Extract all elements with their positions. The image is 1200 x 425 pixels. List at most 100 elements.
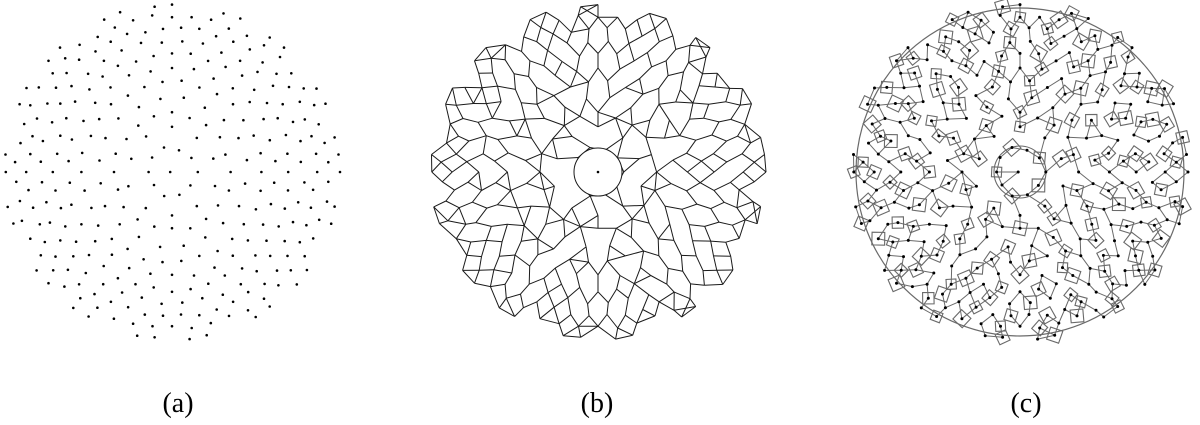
network-edge xyxy=(701,160,715,173)
tile-edge xyxy=(1111,224,1127,227)
point xyxy=(935,253,939,257)
network-edge xyxy=(616,43,630,55)
tile-cell xyxy=(994,0,1012,16)
point xyxy=(4,170,8,174)
tile-cell xyxy=(1063,4,1080,22)
point xyxy=(59,206,63,210)
point xyxy=(195,136,199,140)
point xyxy=(957,300,961,304)
tile-edge xyxy=(1061,78,1066,95)
network-edge xyxy=(674,291,691,300)
point xyxy=(152,183,156,187)
tile-edge xyxy=(1008,98,1021,113)
point xyxy=(1028,79,1032,83)
network-edge xyxy=(675,101,694,104)
point xyxy=(991,30,995,34)
point xyxy=(988,296,992,300)
tile-edge xyxy=(888,153,906,163)
point xyxy=(20,219,24,223)
point xyxy=(286,254,289,258)
network-edge xyxy=(576,261,589,275)
point xyxy=(982,60,986,63)
network-edge xyxy=(713,255,718,271)
point xyxy=(161,260,164,264)
tile-edge xyxy=(1019,314,1030,327)
point xyxy=(180,259,183,263)
point xyxy=(957,85,960,89)
point xyxy=(1036,337,1040,341)
network-edge xyxy=(531,137,543,154)
tile-edge xyxy=(915,269,934,274)
tile-edge xyxy=(1160,181,1177,191)
point xyxy=(162,194,166,198)
tile-edge xyxy=(1144,269,1156,285)
point xyxy=(77,283,81,286)
network-edge xyxy=(458,135,470,142)
tile-cell xyxy=(1173,197,1192,216)
tile-edge xyxy=(1132,241,1136,256)
point xyxy=(1134,188,1138,192)
tile-cell xyxy=(1110,299,1126,314)
tile-edge xyxy=(935,73,938,90)
tile-edge xyxy=(1028,245,1033,261)
tile-edge xyxy=(951,60,967,67)
point xyxy=(1143,282,1147,286)
network-edge xyxy=(710,241,714,256)
point xyxy=(170,226,174,230)
point xyxy=(1057,321,1061,325)
tile-cell xyxy=(1103,110,1121,128)
network-edge xyxy=(466,161,480,173)
caption-b: (b) xyxy=(580,388,614,419)
point xyxy=(974,247,978,251)
point xyxy=(96,35,99,39)
point xyxy=(64,225,67,228)
network-edge xyxy=(517,205,532,209)
tile-edge xyxy=(1109,171,1123,184)
network-edge xyxy=(504,59,515,75)
tile-edge xyxy=(953,137,965,154)
network-edge xyxy=(536,86,555,97)
tile-cell xyxy=(1030,280,1047,298)
tile-edge xyxy=(975,95,988,108)
point xyxy=(291,220,295,224)
network-edge xyxy=(528,60,531,77)
tile-cell xyxy=(1011,219,1029,237)
point xyxy=(898,120,902,124)
point xyxy=(190,15,193,19)
network-edge xyxy=(686,182,701,192)
point xyxy=(887,160,891,164)
network-edge xyxy=(493,256,500,270)
point xyxy=(947,181,951,185)
network-edge xyxy=(578,326,582,338)
network-edge xyxy=(718,221,733,226)
tiling-boundary xyxy=(855,7,1185,337)
tile-cell xyxy=(936,44,951,59)
point xyxy=(985,105,989,109)
point xyxy=(1151,254,1155,258)
point xyxy=(12,222,15,225)
point xyxy=(1101,253,1105,257)
tile-edge xyxy=(962,27,976,35)
tile-edge xyxy=(1081,35,1096,43)
point xyxy=(55,152,59,156)
network-edge xyxy=(558,323,564,336)
point xyxy=(254,254,257,257)
point xyxy=(275,72,278,76)
tile-edge xyxy=(1037,117,1055,126)
point xyxy=(1157,206,1161,210)
tile-edge xyxy=(887,222,898,225)
tile-edge xyxy=(986,115,1003,127)
tile-edge xyxy=(1152,256,1156,271)
network-edge xyxy=(645,137,652,155)
network-edge xyxy=(552,33,568,44)
point xyxy=(19,141,22,145)
network-edge xyxy=(553,95,566,108)
network-edge xyxy=(704,226,712,242)
point xyxy=(964,64,968,68)
point xyxy=(260,170,263,174)
point xyxy=(237,136,240,140)
point xyxy=(160,41,164,44)
network-edge xyxy=(455,224,467,239)
tile-edge xyxy=(920,297,929,309)
network-edge xyxy=(499,307,515,317)
